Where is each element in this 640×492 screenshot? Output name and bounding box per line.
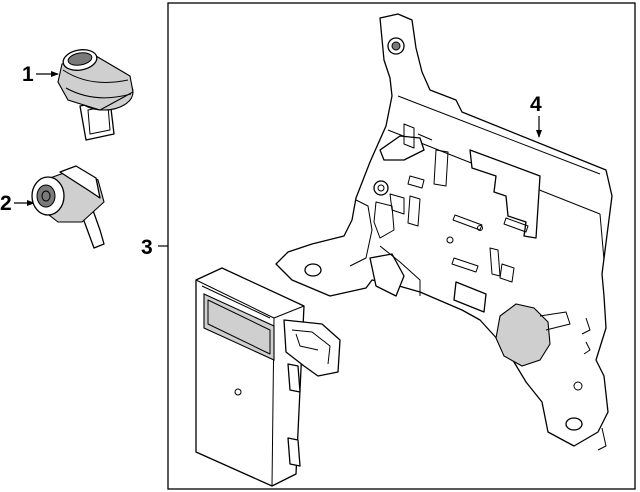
parking-sensor-with-bracket	[31, 165, 105, 249]
callout-4: 4	[530, 93, 542, 116]
callout-3: 3	[141, 236, 153, 259]
callout-1: 1	[22, 63, 34, 86]
mounting-bracket	[275, 13, 613, 451]
parking-sensor	[57, 49, 134, 141]
callout-2: 2	[0, 192, 12, 215]
control-module	[195, 267, 341, 487]
